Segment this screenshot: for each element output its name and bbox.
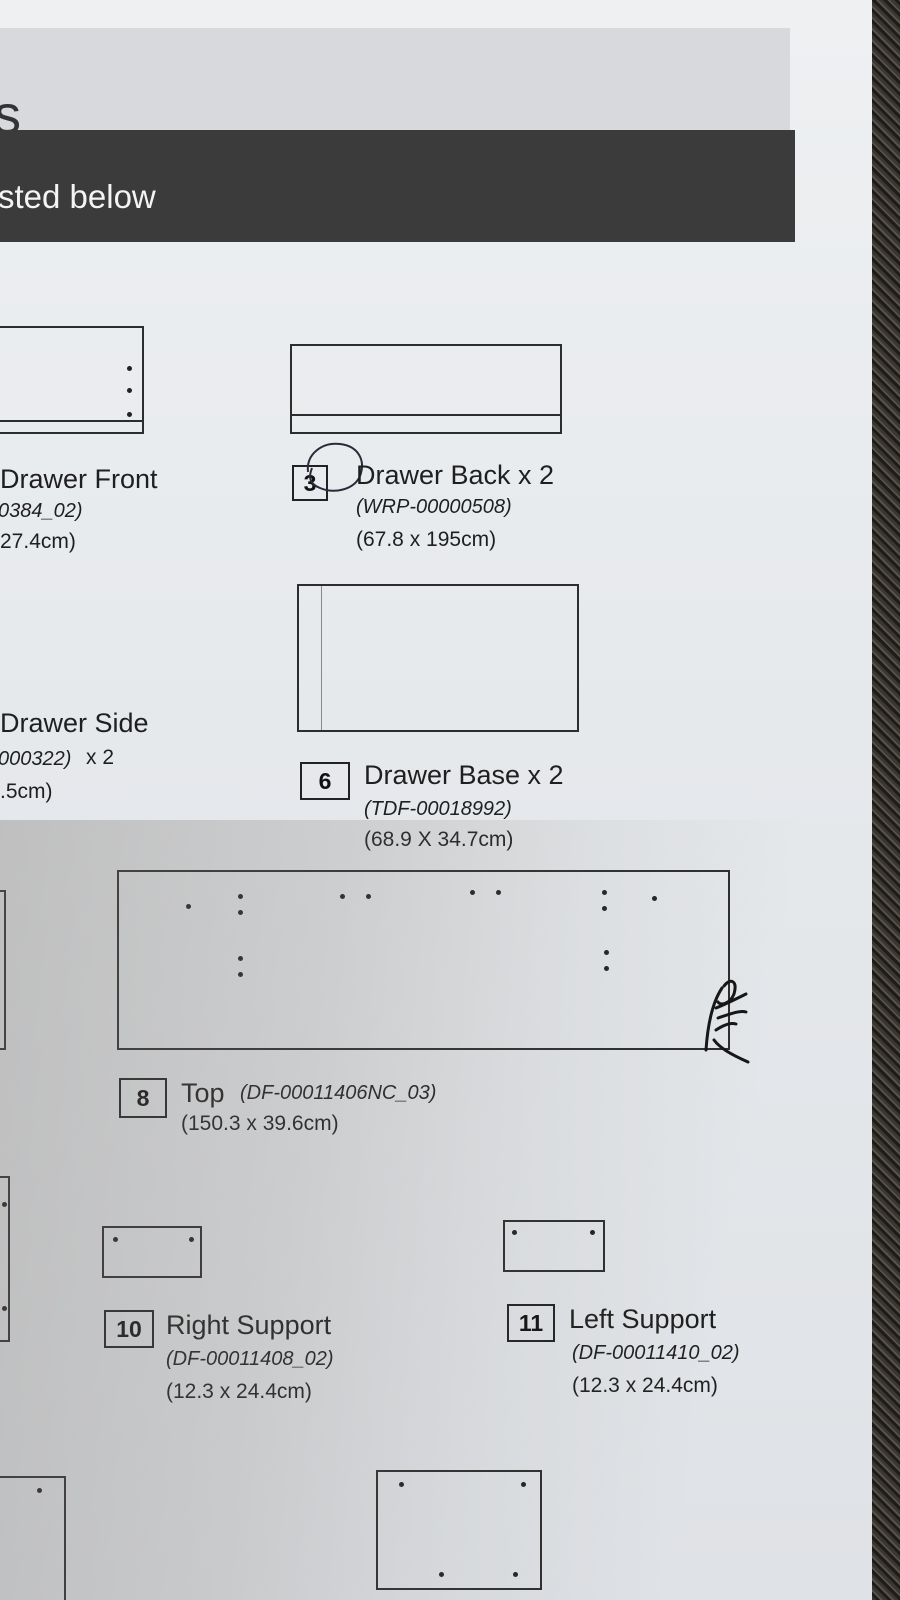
right-support-dims: (12.3 x 24.4cm) xyxy=(166,1380,312,1403)
drawer-back-name: Drawer Back x 2 xyxy=(356,460,555,490)
handwritten-check-icon xyxy=(704,979,750,1064)
hole-dot xyxy=(521,1482,526,1487)
header-band-dark xyxy=(0,130,795,242)
hole-dot xyxy=(127,412,132,417)
part-number-badge: 3 xyxy=(292,465,328,501)
hole-dot xyxy=(340,894,345,899)
drawer-side-qty: x 2 xyxy=(86,746,115,769)
top-code: (DF-00011406NC_03) xyxy=(240,1082,437,1104)
hole-dot xyxy=(186,904,191,909)
hole-dot xyxy=(37,1488,42,1493)
drawer-base-dims: (68.9 X 34.7cm) xyxy=(364,828,514,851)
bottom-left-panel-diagram xyxy=(0,1476,66,1600)
top-name: Top xyxy=(181,1078,225,1108)
hole-dot xyxy=(113,1237,118,1242)
drawer-front-diagram xyxy=(0,326,144,434)
cropped-panel-left-lower xyxy=(0,1176,10,1342)
hole-dot xyxy=(652,896,657,901)
right-support-code: (DF-00011408_02) xyxy=(166,1348,334,1370)
hole-dot xyxy=(496,890,501,895)
hole-dot xyxy=(604,950,609,955)
drawer-back-code: (WRP-00000508) xyxy=(356,496,512,518)
header-band-light xyxy=(0,28,790,130)
hole-dot xyxy=(590,1230,595,1235)
hole-dot xyxy=(238,910,243,915)
drawer-base-code: (TDF-00018992) xyxy=(364,798,512,820)
hole-dot xyxy=(2,1202,7,1207)
left-support-diagram xyxy=(503,1220,605,1272)
top-dims: (150.3 x 39.6cm) xyxy=(181,1112,339,1135)
top-panel-diagram xyxy=(117,870,730,1050)
hole-dot xyxy=(512,1230,517,1235)
drawer-side-dims: .5cm) xyxy=(0,780,53,803)
drawer-side-code: 000322) xyxy=(0,748,72,770)
hole-dot xyxy=(238,972,243,977)
drawer-back-dims: (67.8 x 195cm) xyxy=(356,528,497,551)
hole-dot xyxy=(604,966,609,971)
hole-dot xyxy=(366,894,371,899)
hole-dot xyxy=(238,956,243,961)
instruction-sheet: s sted below Drawer Front 0384_02) 27.4c… xyxy=(0,0,872,1600)
hole-dot xyxy=(238,894,243,899)
left-support-dims: (12.3 x 24.4cm) xyxy=(572,1374,718,1397)
cropped-panel-left xyxy=(0,890,6,1050)
drawer-side-name: Drawer Side xyxy=(0,708,149,738)
hole-dot xyxy=(513,1572,518,1577)
left-support-name: Left Support xyxy=(569,1304,717,1334)
left-support-code: (DF-00011410_02) xyxy=(572,1342,740,1364)
drawer-front-name: Drawer Front xyxy=(0,464,158,494)
hole-dot xyxy=(127,388,132,393)
right-support-name: Right Support xyxy=(166,1310,332,1340)
drawer-base-diagram xyxy=(297,584,579,732)
hole-dot xyxy=(399,1482,404,1487)
drawer-back-diagram xyxy=(290,344,562,434)
drawer-base-name: Drawer Base x 2 xyxy=(364,760,564,790)
part-number-badge: 8 xyxy=(119,1078,167,1118)
hole-dot xyxy=(189,1237,194,1242)
hole-dot xyxy=(602,906,607,911)
hole-dot xyxy=(2,1306,7,1311)
hole-dot xyxy=(439,1572,444,1577)
part-number-badge: 11 xyxy=(507,1304,555,1342)
part-number-badge: 10 xyxy=(104,1310,154,1348)
bottom-center-panel-diagram xyxy=(376,1470,542,1590)
right-support-diagram xyxy=(102,1226,202,1278)
page-subtitle: sted below xyxy=(0,178,156,215)
drawer-front-code: 0384_02) xyxy=(0,500,83,522)
drawer-front-dims: 27.4cm) xyxy=(0,530,76,553)
circled-mark-icon xyxy=(306,442,363,492)
hole-dot xyxy=(602,890,607,895)
part-number-badge: 6 xyxy=(300,762,350,800)
hole-dot xyxy=(470,890,475,895)
hole-dot xyxy=(127,366,132,371)
background-carpet xyxy=(872,0,900,1600)
